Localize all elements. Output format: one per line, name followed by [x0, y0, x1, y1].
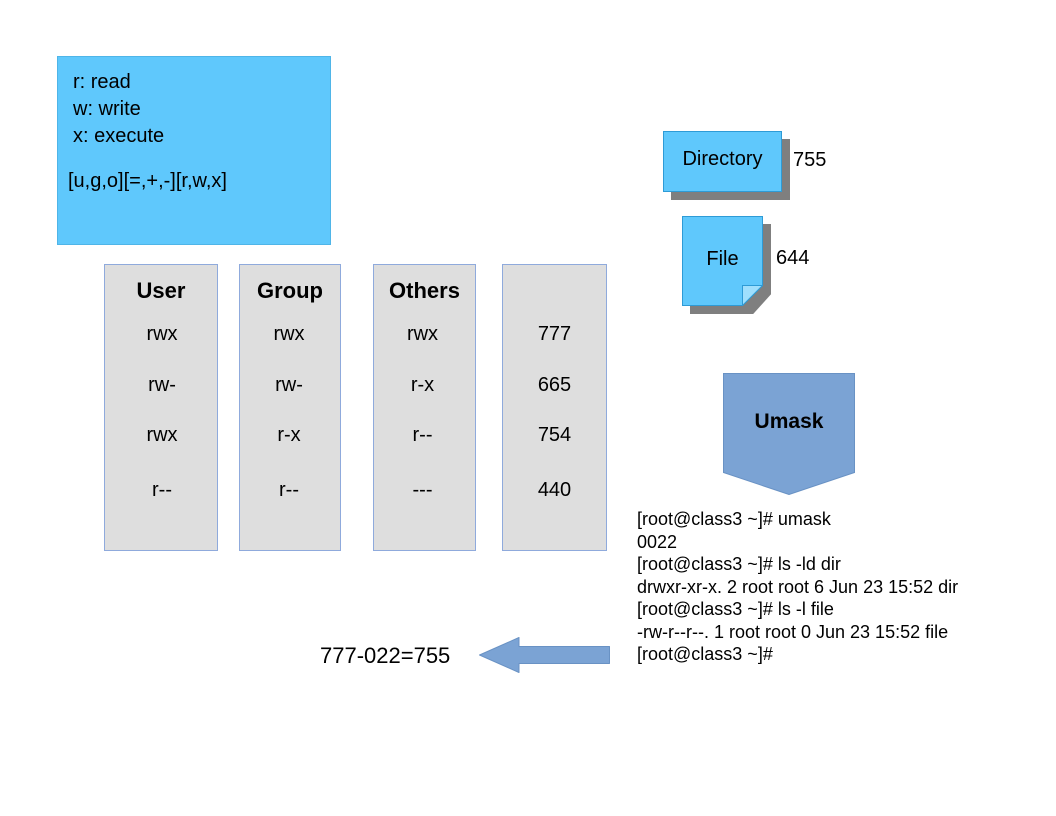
umask-equation-text: 777-022=755: [320, 643, 451, 668]
terminal-line: [root@class3 ~]# ls -ld dir: [637, 554, 841, 574]
terminal-line: [root@class3 ~]#: [637, 644, 773, 664]
table-cell: rwx: [146, 424, 178, 446]
file-permission-value: 644: [776, 247, 810, 269]
table-cell: rwx: [146, 323, 178, 345]
directory-label: Directory: [682, 148, 763, 170]
legend-chmod-pattern: [u,g,o][=,+,-][r,w,x]: [68, 170, 227, 192]
directory-permission-value: 755: [793, 149, 827, 171]
table-cell: 665: [537, 374, 572, 396]
table-cell: 754: [537, 424, 572, 446]
permission-legend-box: r: read w: write x: execute [u,g,o][=,+,…: [57, 56, 331, 245]
table-cell: rwx: [406, 323, 439, 345]
legend-line-execute: x: execute: [73, 125, 165, 147]
file-label: File: [706, 248, 739, 270]
left-arrow-icon: [479, 637, 610, 673]
terminal-line: drwxr-xr-x. 2 root root 6 Jun 23 15:52 d…: [637, 576, 959, 597]
terminal-line: 0022: [637, 531, 678, 552]
permission-column-others: Others rwx r-x r-- ---: [373, 264, 476, 551]
table-cell: r-x: [410, 374, 435, 396]
directory-shape: Directory: [663, 131, 790, 200]
permission-column-user: User rwx rw- rwx r--: [104, 264, 218, 551]
permission-column-octal: 777 665 754 440: [502, 264, 607, 551]
permission-column-group: Group rwx rw- r-x r--: [239, 264, 341, 551]
legend-spacer: [73, 150, 323, 168]
table-cell: rw-: [275, 374, 303, 396]
table-cell: rwx: [273, 323, 305, 345]
terminal-transcript: [root@class3 ~]# umask 0022 [root@class3…: [637, 508, 1037, 666]
column-header-user: User: [136, 278, 186, 303]
table-cell: rw-: [148, 374, 176, 396]
table-cell: r-x: [277, 424, 301, 446]
legend-text-group: r: read w: write x: execute [u,g,o][=,+,…: [68, 69, 323, 195]
table-cell: 440: [537, 479, 572, 501]
file-shape: File: [682, 216, 771, 314]
legend-line-write: w: write: [73, 98, 141, 120]
terminal-line: [root@class3 ~]# umask: [637, 509, 831, 529]
table-cell: r--: [279, 479, 299, 501]
directory-face: [663, 131, 782, 192]
legend-line-read: r: read: [73, 71, 131, 93]
umask-shape: Umask: [723, 373, 855, 495]
table-cell: r--: [412, 424, 433, 446]
terminal-line: -rw-r--r--. 1 root root 0 Jun 23 15:52 f…: [637, 621, 949, 642]
column-header-others: Others: [389, 278, 460, 303]
table-cell: ---: [412, 479, 433, 501]
file-document-icon: [682, 216, 763, 306]
column-header-group: Group: [257, 278, 323, 303]
terminal-line: [root@class3 ~]# ls -l file: [637, 599, 834, 619]
table-cell: r--: [152, 479, 172, 501]
umask-label: Umask: [754, 410, 824, 433]
table-cell: 777: [537, 323, 572, 345]
